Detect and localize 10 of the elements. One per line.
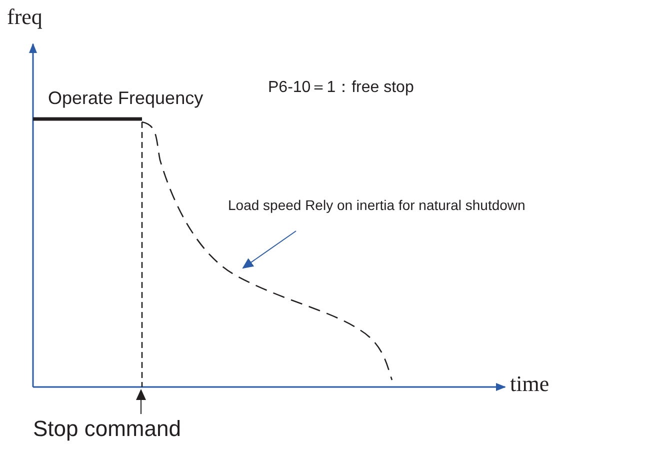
annotation-text: Load speed Rely on inertia for natural shutdown xyxy=(228,197,526,213)
speed-curve xyxy=(142,121,393,380)
parameter-note: P6-10＝1：free stop xyxy=(268,78,414,98)
leader-arrow xyxy=(242,230,296,269)
caption-text: Stop command xyxy=(33,416,181,442)
axis-label: time xyxy=(510,371,550,397)
level-label: Operate Frequency xyxy=(48,88,204,109)
axis-label: freq xyxy=(7,4,42,30)
stop-line xyxy=(141,122,143,387)
arrow xyxy=(136,389,146,414)
